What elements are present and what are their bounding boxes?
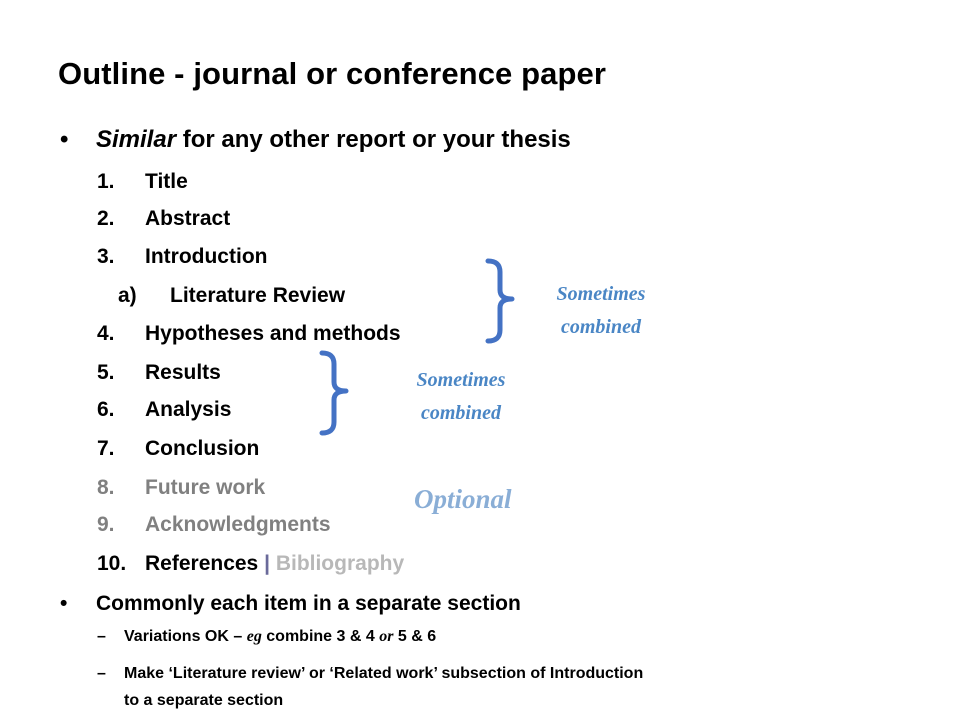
item-number: 6.	[97, 398, 115, 421]
separator-pipe: |	[264, 552, 270, 575]
sub-suffix: 5 & 6	[393, 628, 437, 645]
annotation-optional: Optional	[414, 484, 512, 514]
item-label: Title	[145, 170, 188, 193]
annotation-line2: combined	[421, 402, 501, 424]
bullet-similar: • Similar for any other report or your th…	[60, 126, 571, 154]
item-number: 3.	[97, 245, 115, 268]
item-number: 1.	[97, 170, 115, 193]
sub-text-line1: Make ‘Literature review’ or ‘Related wor…	[124, 665, 644, 682]
eg-text: eg	[246, 628, 262, 645]
item-label: Future work	[145, 476, 266, 499]
item-number: 9.	[97, 513, 115, 536]
brace-right-icon	[319, 350, 349, 436]
bullet-commonly: • Commonly each item in a separate sectio…	[60, 592, 521, 616]
sub-prefix: Variations OK –	[124, 628, 247, 645]
bullet-text: for any other report or your thesis	[176, 126, 571, 153]
annotation-sometimes-combined-1: Sometimes combined	[526, 278, 676, 344]
references-label: References	[145, 552, 259, 575]
bullet-text: Commonly each item in a separate section	[96, 592, 521, 615]
item-label: Analysis	[145, 398, 232, 421]
slide-title: Outline - journal or conference paper	[58, 56, 607, 91]
bullet-marker: •	[60, 592, 68, 615]
annotation-line2: combined	[561, 316, 641, 338]
item-number: 7.	[97, 437, 115, 460]
item-number: 8.	[97, 476, 115, 499]
item-label: Hypotheses and methods	[145, 322, 401, 345]
bullet-emphasis: Similar	[96, 126, 177, 153]
item-number: 10.	[97, 552, 127, 575]
item-label: Introduction	[145, 245, 268, 268]
item-label: Abstract	[145, 207, 231, 230]
item-label: Results	[145, 361, 221, 384]
sub-dash: –	[97, 628, 106, 645]
or-text: or	[379, 628, 394, 645]
bibliography-label: Bibliography	[275, 552, 405, 575]
annotation-line1: Sometimes	[556, 283, 646, 305]
item-number: 5.	[97, 361, 115, 384]
sub-text: Variations OK – eg combine 3 & 4 or 5 & …	[124, 628, 436, 646]
brace-right-icon	[485, 258, 515, 344]
item-label: Conclusion	[145, 437, 260, 460]
annotation-sometimes-combined-2: Sometimes combined	[386, 364, 536, 430]
annotation-line1: Sometimes	[416, 369, 506, 391]
sub-middle: combine 3 & 4	[261, 628, 380, 645]
item-label: Acknowledgments	[145, 513, 331, 536]
item-label: Literature Review	[170, 284, 346, 307]
sub-text-line2: to a separate section	[124, 692, 284, 709]
item-number: 4.	[97, 322, 115, 345]
item-label: References | Bibliography	[145, 552, 404, 576]
item-number: 2.	[97, 207, 115, 230]
item-number: a)	[118, 284, 137, 307]
bullet-marker: •	[60, 126, 69, 153]
sub-dash: –	[97, 665, 106, 682]
